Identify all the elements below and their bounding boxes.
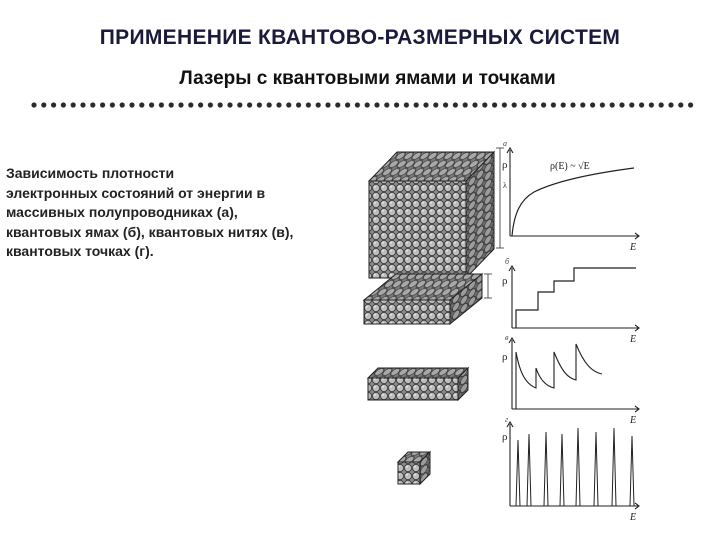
panel-b-letter: б xyxy=(505,257,510,266)
panel-c-letter: в xyxy=(505,333,509,342)
figure-caption: Зависимость плотности электронных состоя… xyxy=(6,165,294,259)
panel-a-letter: а xyxy=(503,139,507,148)
graph-wire xyxy=(508,336,640,413)
well-dimension-marker xyxy=(484,273,492,299)
panel-a-ylabel: ρ xyxy=(502,159,508,171)
graph-well xyxy=(508,264,640,332)
density-of-states-figure: λ а ρ E ρ(E) ~ √E б xyxy=(362,139,640,523)
svg-text:λ: λ xyxy=(503,181,507,190)
panel-a-formula: ρ(E) ~ √E xyxy=(550,161,590,172)
slide-title: ПРИМЕНЕНИЕ КВАНТОВО-РАЗМЕРНЫХ СИСТЕМ xyxy=(99,26,621,49)
panel-a-xlabel: E xyxy=(629,242,636,253)
graph-bulk xyxy=(506,146,640,240)
panel-b-xlabel: E xyxy=(629,334,636,345)
panel-b-ylabel: ρ xyxy=(502,275,508,287)
dotted-divider xyxy=(30,100,695,110)
panel-c-ylabel: ρ xyxy=(502,351,508,363)
graph-dot xyxy=(506,420,640,510)
quantum-dot-icon xyxy=(396,450,432,486)
panel-d-letter: г xyxy=(505,415,508,424)
panel-c-xlabel: E xyxy=(629,415,636,426)
bulk-crystal-icon xyxy=(367,150,496,280)
panel-d-ylabel: ρ xyxy=(502,431,508,443)
quantum-wire-icon xyxy=(366,366,470,402)
slide-subtitle: Лазеры с квантовыми ямами и точками xyxy=(179,68,556,89)
quantum-well-icon xyxy=(362,272,484,326)
panel-d-xlabel: E xyxy=(629,512,636,523)
bulk-dimension-marker: λ xyxy=(496,147,507,249)
